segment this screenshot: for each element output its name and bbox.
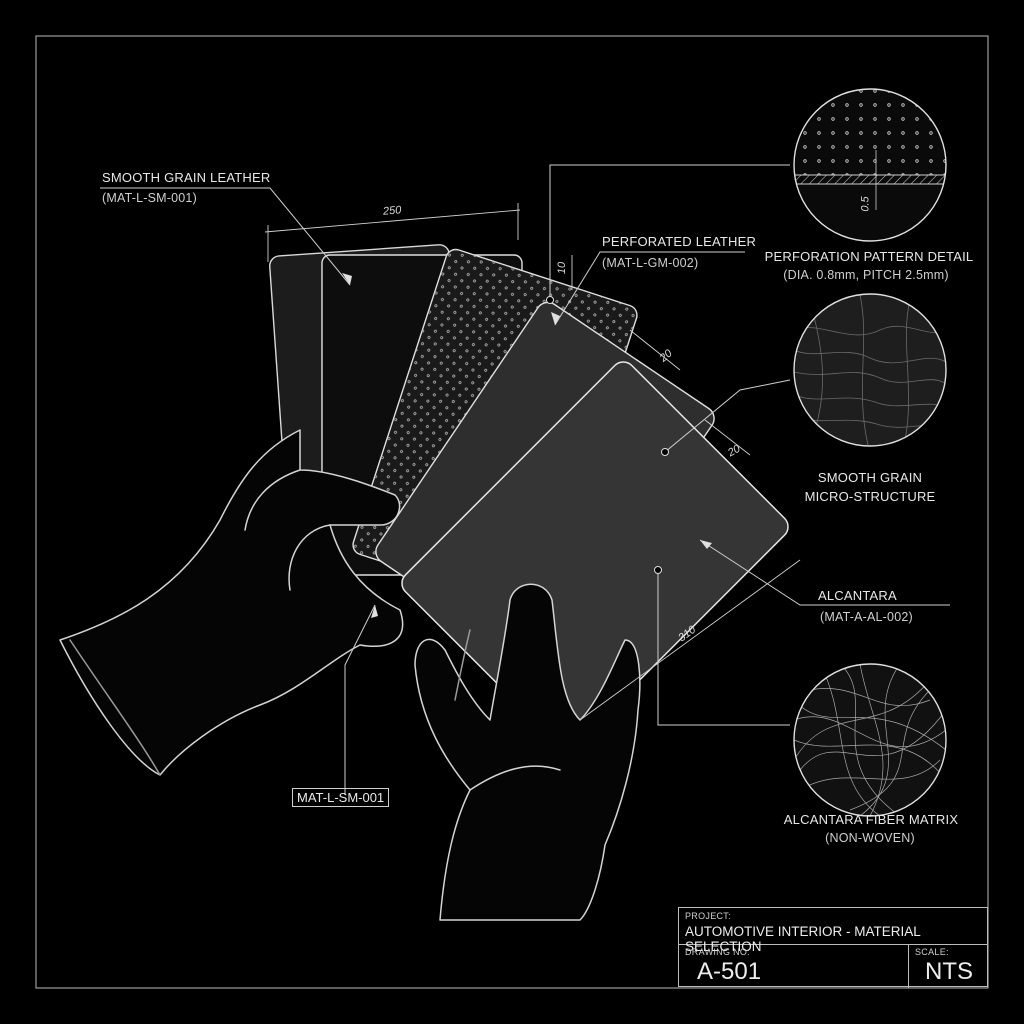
project-caption: PROJECT: xyxy=(685,911,731,921)
perforation-detail-title: PERFORATION PATTERN DETAIL xyxy=(764,249,974,264)
dim-width-top: 250 xyxy=(382,204,402,218)
leader-dots xyxy=(546,296,669,574)
alcantara-fiber-title: ALCANTARA FIBER MATRIX xyxy=(783,812,959,827)
scale-value: NTS xyxy=(925,958,973,985)
title-block: PROJECT: AUTOMOTIVE INTERIOR - MATERIAL … xyxy=(678,907,989,988)
perforated-leather-code: (MAT-L-GM-002) xyxy=(602,256,699,270)
drawing-border xyxy=(35,35,989,989)
scale-caption: SCALE: xyxy=(915,947,949,957)
perforation-inset-dim: 0.5 xyxy=(859,196,872,212)
detail-perforation-pattern xyxy=(793,88,947,242)
detail-smooth-grain xyxy=(793,293,947,447)
title-block-scale-cell: SCALE: NTS xyxy=(909,944,989,988)
left-hand-sketch xyxy=(59,429,404,776)
drawing-caption: DRAWING NO: xyxy=(685,947,750,957)
leader-arrowheads xyxy=(342,273,712,618)
dimension-lines xyxy=(264,203,801,721)
alcantara-code: (MAT-A-AL-002) xyxy=(820,610,913,624)
smooth-grain-subtitle: MICRO-STRUCTURE xyxy=(804,489,936,504)
project-value: AUTOMOTIVE INTERIOR - MATERIAL SELECTION xyxy=(685,924,921,954)
swatch-alcantara xyxy=(401,361,789,749)
leader-lines xyxy=(100,164,950,795)
title-block-project-row: PROJECT: AUTOMOTIVE INTERIOR - MATERIAL … xyxy=(679,908,987,954)
smooth-leather-code: (MAT-L-SM-001) xyxy=(102,191,197,205)
bottom-material-tag: MAT-L-SM-001 xyxy=(292,788,390,807)
perforated-leather-title: PERFORATED LEATHER xyxy=(602,234,757,249)
alcantara-fiber-subtitle: (NON-WOVEN) xyxy=(825,831,915,845)
right-hand-sketch xyxy=(414,583,641,921)
title-block-drawing-cell: DRAWING NO: A-501 xyxy=(679,944,909,988)
alcantara-title: ALCANTARA xyxy=(818,588,897,603)
drawing-number: A-501 xyxy=(697,958,762,985)
perforation-detail-spec: (DIA. 0.8mm, PITCH 2.5mm) xyxy=(783,268,949,282)
smooth-grain-title: SMOOTH GRAIN xyxy=(817,470,923,485)
dim-offset-a: 10 xyxy=(556,261,569,275)
detail-alcantara-fiber xyxy=(793,663,947,817)
smooth-leather-title: SMOOTH GRAIN LEATHER xyxy=(102,170,271,185)
